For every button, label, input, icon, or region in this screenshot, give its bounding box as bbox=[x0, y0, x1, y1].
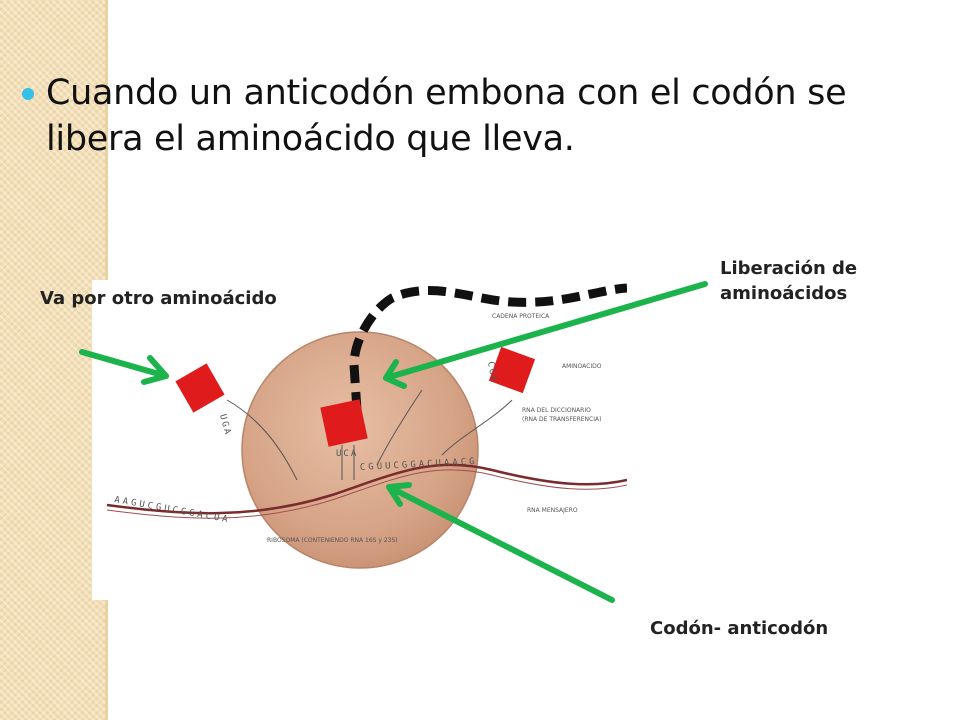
mrna-label: RNA MENSAJERO bbox=[527, 507, 578, 514]
label-va-por-otro: Va por otro aminoácido bbox=[40, 288, 277, 309]
aminoacid-label: AMINOACIDO bbox=[562, 363, 602, 370]
ribosome-diagram: AAGUCGUCGGACUA CGUUCGGACUAACG UGA UCA CG… bbox=[106, 283, 627, 569]
anticodon-center: UCA bbox=[336, 449, 358, 459]
chain-label: CADENA PROTEICA bbox=[492, 313, 550, 320]
label-codon-anticodon: Codón- anticodón bbox=[650, 618, 829, 639]
trna-label-1: RNA DEL DICCIONARIO bbox=[522, 407, 591, 414]
aminoacid-box-center bbox=[320, 399, 368, 447]
label-liberacion: Liberación de aminoácidos bbox=[720, 258, 858, 304]
ribosome-circle bbox=[241, 331, 479, 569]
bullet-dot-icon bbox=[22, 88, 34, 100]
mrna-strand bbox=[106, 463, 627, 515]
anticodon-left: UGA bbox=[217, 413, 232, 437]
bullet-text: Cuando un anticodón embona con el codón … bbox=[46, 73, 847, 159]
mrna-sequence-left: AAGUCGUCGGACUA bbox=[113, 495, 231, 525]
trna-label-2: (RNA DE TRANSFERENCIA) bbox=[522, 416, 601, 423]
ribosome-figure: AAGUCGUCGGACUA CGUUCGGACUAACG UGA UCA CG… bbox=[92, 280, 627, 600]
ribosome-label: RIBOSOMA (CONTENIENDO RNA 16S y 23S) bbox=[267, 537, 398, 544]
aminoacid-box-left bbox=[175, 363, 225, 413]
